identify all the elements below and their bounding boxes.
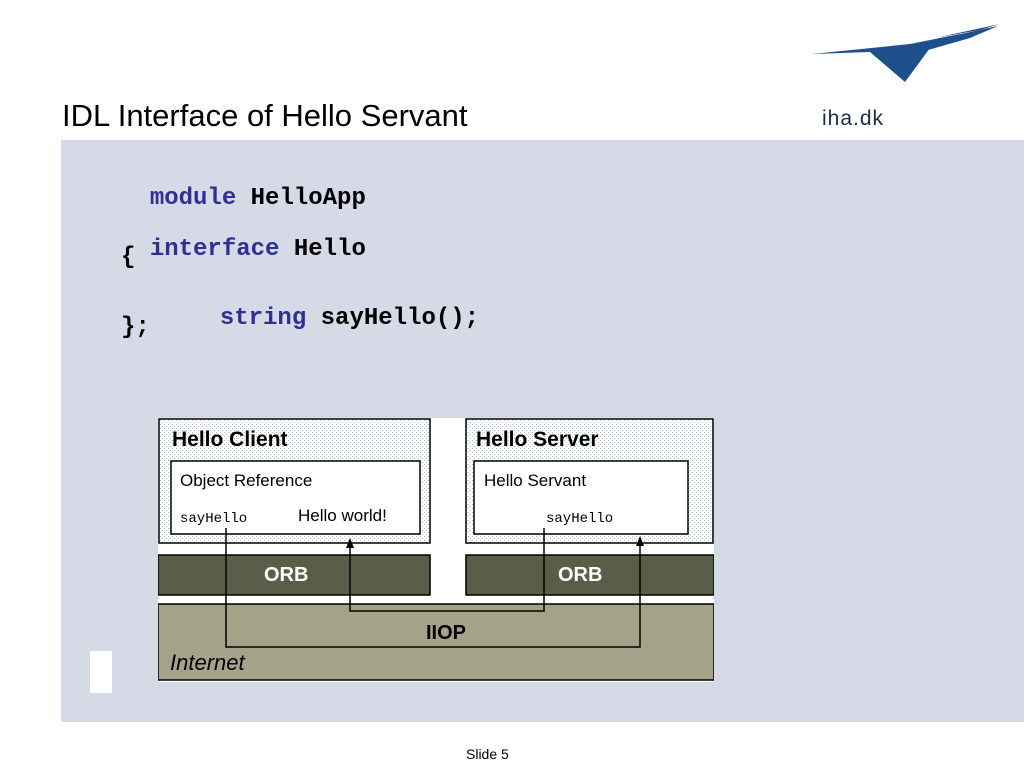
code-line-method: string sayHello(); (191, 278, 479, 332)
reply-arrow-head (346, 538, 354, 548)
code-line-interface: interface Hello (121, 209, 366, 263)
orb-right-label: ORB (558, 564, 602, 586)
iiop-label: IIOP (426, 622, 466, 644)
keyword-interface: interface (149, 236, 280, 263)
iha-logo-icon (812, 24, 1000, 82)
code-close-brace: }; (121, 314, 150, 341)
client-reply-label: Hello world! (298, 506, 387, 525)
internet-layer (158, 603, 714, 681)
orb-right-bar (465, 554, 714, 596)
slide-marker (90, 651, 112, 693)
keyword-string: string (219, 305, 307, 332)
internet-label: Internet (170, 650, 245, 675)
server-method-label: sayHello (546, 511, 613, 527)
request-arrow-path (225, 528, 641, 648)
logo-text: iha.dk (822, 107, 885, 130)
client-call-label: sayHello (180, 511, 247, 527)
orb-left-label: ORB (264, 564, 308, 586)
client-ref-label: Object Reference (180, 471, 312, 490)
module-name: HelloApp (250, 185, 366, 212)
code-line-module: module HelloApp (121, 158, 366, 212)
orb-left-bar (158, 554, 431, 596)
corba-diagram: IIOP Internet ORB ORB Hello Client Objec… (158, 418, 714, 682)
reply-arrow-path (349, 528, 545, 612)
keyword-module: module (149, 185, 237, 212)
server-title: Hello Server (476, 428, 599, 451)
request-arrow-head (636, 536, 644, 546)
servant-box (473, 460, 689, 535)
code-open-brace: { (121, 244, 136, 271)
slide-number: Slide 5 (466, 746, 509, 762)
slide-title: IDL Interface of Hello Servant (62, 98, 468, 133)
client-ref-box (170, 460, 421, 535)
interface-name: Hello (293, 236, 366, 263)
client-title: Hello Client (172, 428, 288, 451)
server-servant-label: Hello Servant (484, 471, 586, 490)
method-signature: sayHello(); (320, 305, 480, 332)
